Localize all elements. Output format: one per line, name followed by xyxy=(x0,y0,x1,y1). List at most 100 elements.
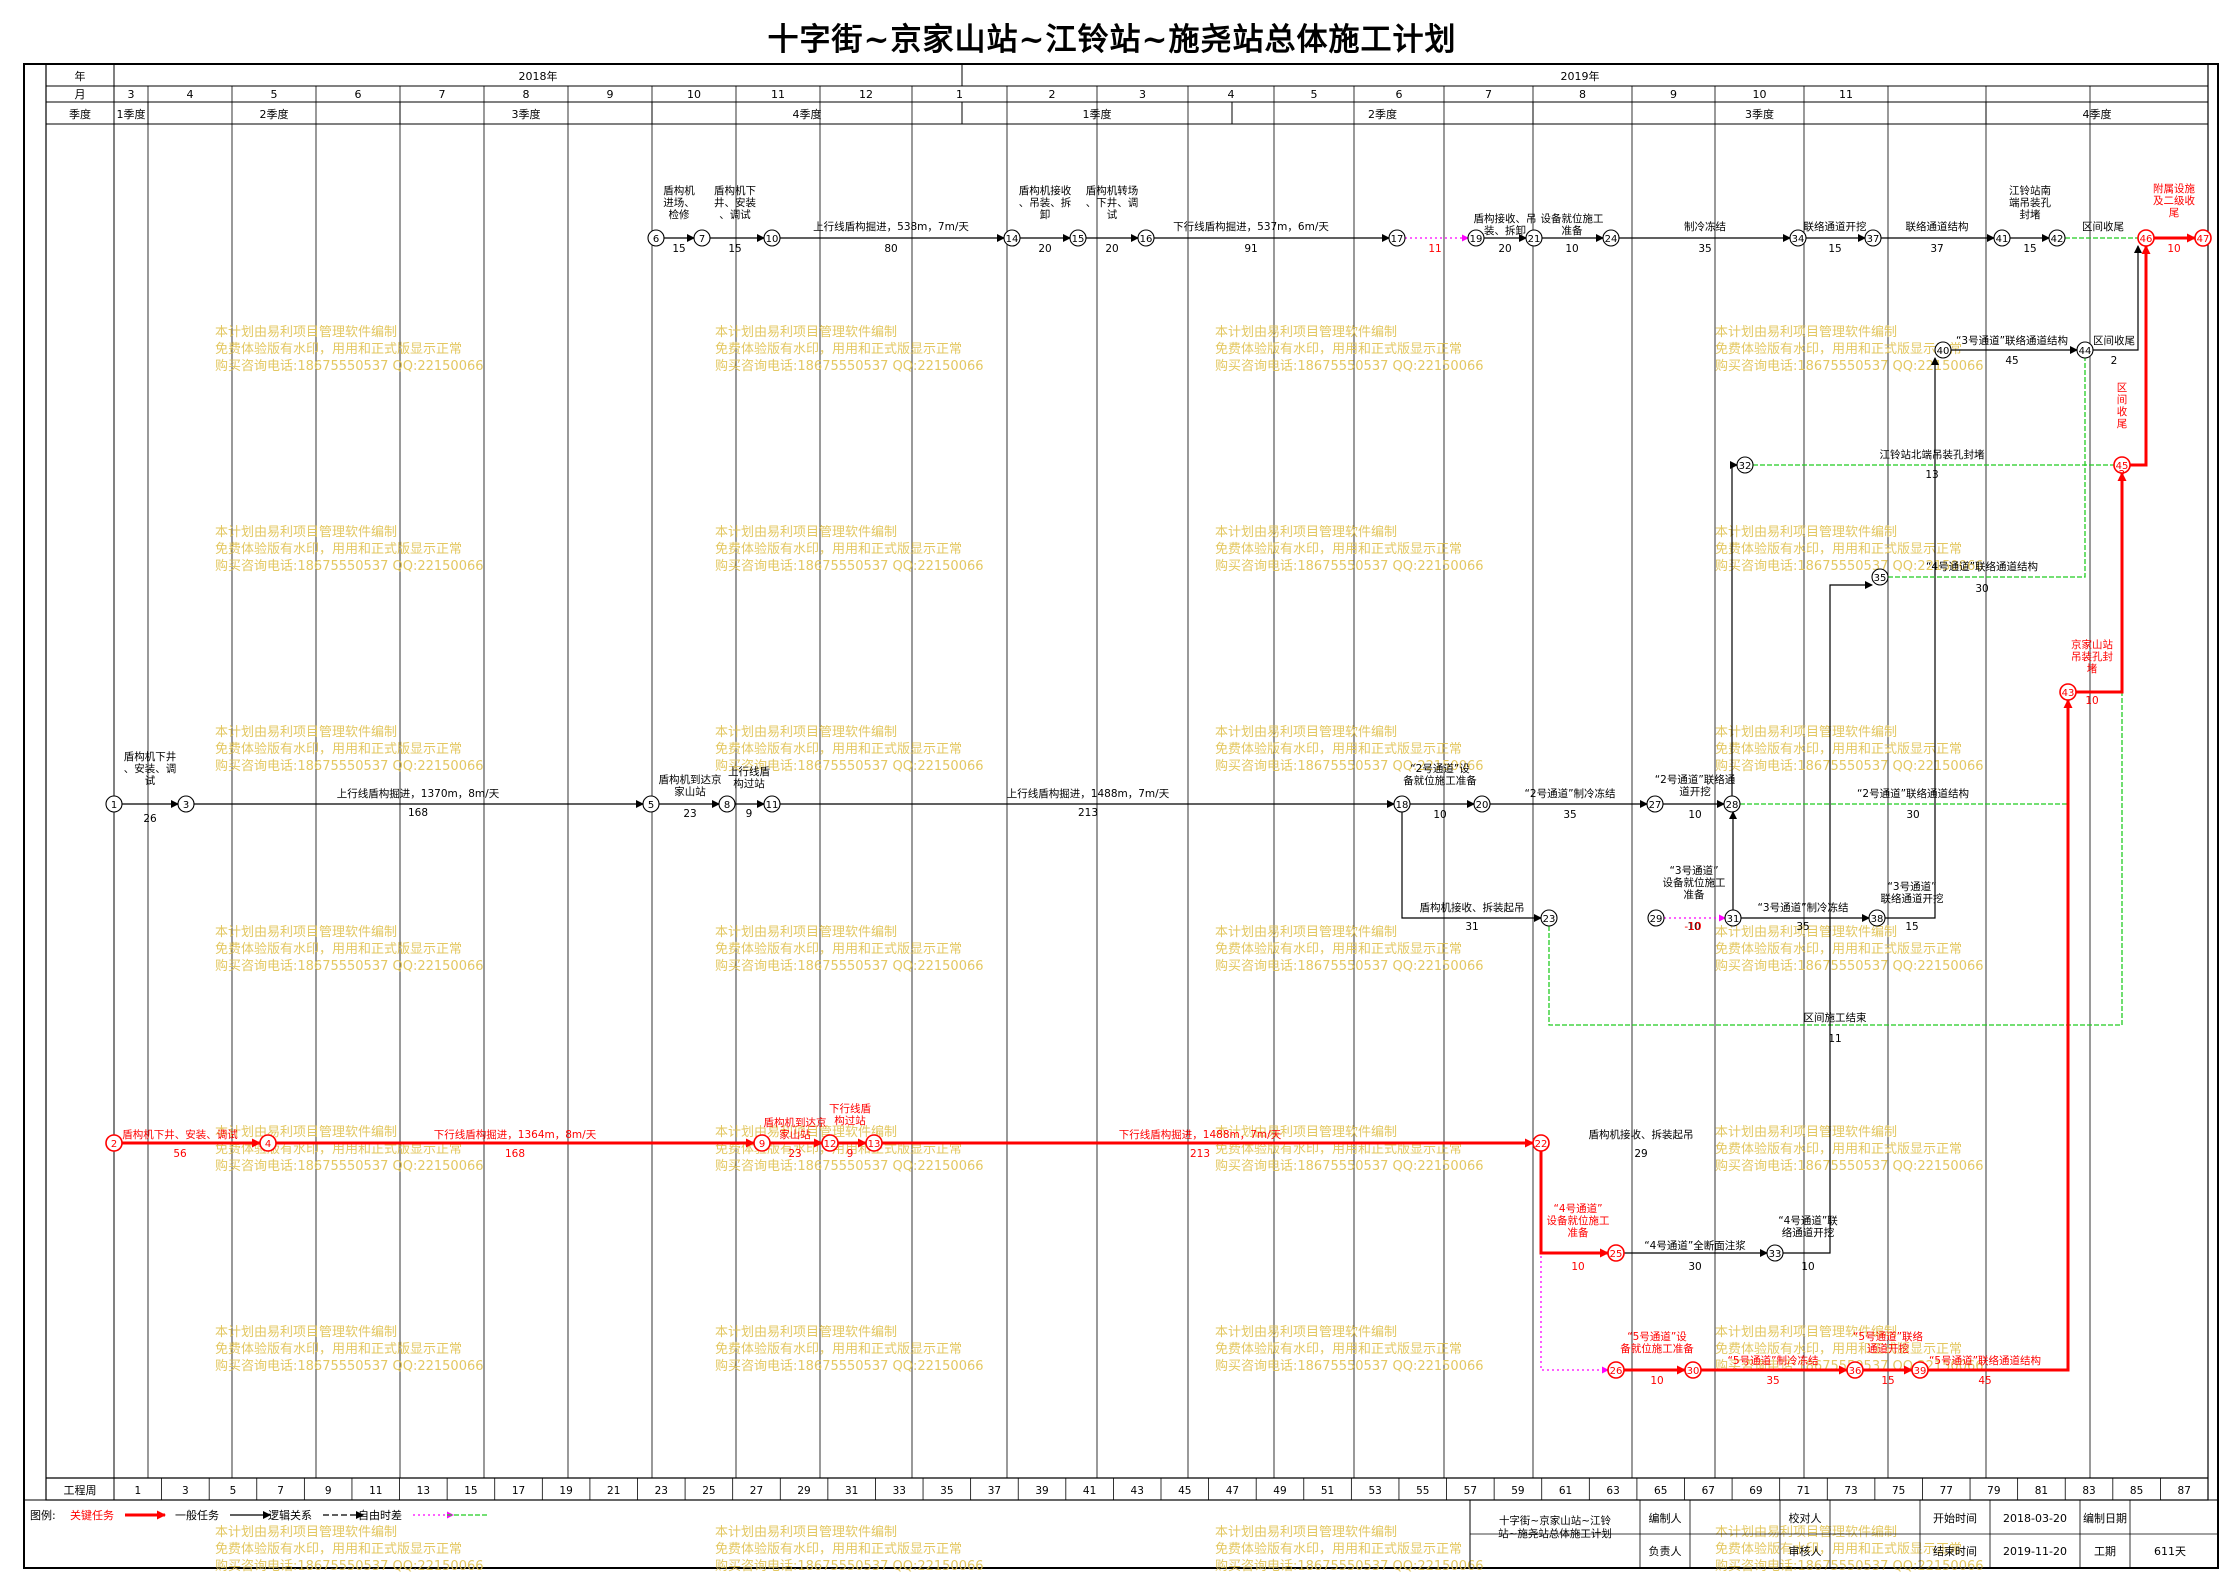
year-cell: 2019年 xyxy=(1561,69,1600,83)
watermark-text: 购买咨询电话:18675550537 QQ:22150066 xyxy=(215,758,484,774)
week-cell: 13 xyxy=(417,1485,430,1497)
watermark-text: 免费体验版有水印，用用和正式版显示正常 xyxy=(1215,941,1462,957)
week-cell: 33 xyxy=(893,1485,906,1497)
node-21 xyxy=(1525,229,1543,247)
watermark-text: 购买咨询电话:18675550537 QQ:22150066 xyxy=(1715,758,1984,774)
node-13 xyxy=(865,1134,883,1152)
month-cell: 3 xyxy=(1139,88,1146,101)
task-label: 区 xyxy=(2117,382,2128,394)
node-20 xyxy=(1473,795,1491,813)
watermark-text: 免费体验版有水印，用用和正式版显示正常 xyxy=(1715,1141,1962,1157)
week-cell: 35 xyxy=(940,1485,953,1497)
node-number: 42 xyxy=(2051,234,2064,245)
task-label: 收 xyxy=(2117,405,2128,418)
node-number: 33 xyxy=(1769,1249,1782,1260)
week-cell: 9 xyxy=(325,1485,332,1497)
info-label: 结束时间 xyxy=(1933,1545,1977,1558)
week-cell: 65 xyxy=(1654,1485,1667,1497)
task-label: 检修 xyxy=(669,208,690,221)
legend-item-label: 关键任务 xyxy=(70,1508,114,1522)
watermark-text: 购买咨询电话:18675550537 QQ:22150066 xyxy=(1215,558,1484,574)
task-duration: 15 xyxy=(1905,921,1918,933)
task-duration: 15 xyxy=(728,243,741,255)
week-cell: 39 xyxy=(1035,1485,1048,1497)
week-cell: 87 xyxy=(2178,1485,2191,1497)
legend-item-label: 自由时差 xyxy=(358,1508,402,1522)
month-cell: 11 xyxy=(1839,88,1853,101)
task-label: 区间收尾 xyxy=(2093,334,2135,347)
task-duration: 35 xyxy=(1698,243,1711,255)
watermark-text: 购买咨询电话:18675550537 QQ:22150066 xyxy=(215,1358,484,1374)
task-label: 制冷冻结 xyxy=(1684,220,1726,233)
watermark-text: 免费体验版有水印，用用和正式版显示正常 xyxy=(1215,1341,1462,1357)
watermark-text: 免费体验版有水印，用用和正式版显示正常 xyxy=(1215,741,1462,757)
node-26 xyxy=(1607,1361,1625,1379)
watermark-text: 本计划由易利项目管理软件编制 xyxy=(715,1325,897,1340)
node-16 xyxy=(1137,229,1155,247)
node-4 xyxy=(259,1134,277,1152)
edge-18-23 xyxy=(1401,812,1542,922)
node-number: 29 xyxy=(1650,914,1663,925)
watermark-text: 免费体验版有水印，用用和正式版显示正常 xyxy=(715,1341,962,1357)
task-duration: 45 xyxy=(1978,1375,1991,1387)
month-cell: 9 xyxy=(607,88,614,101)
week-cell: 27 xyxy=(750,1485,763,1497)
task-label: 上行线盾构掘进，538m，7m/天 xyxy=(813,220,969,233)
node-number: 20 xyxy=(1476,800,1489,811)
node-35 xyxy=(1871,568,1889,586)
task-label: 设备就位施工 xyxy=(1663,876,1726,889)
node-number: 45 xyxy=(2116,461,2129,472)
edge-23-45 xyxy=(1548,473,2123,1026)
node-23 xyxy=(1540,909,1558,927)
watermark-text: 本计划由易利项目管理软件编制 xyxy=(1715,1525,1897,1540)
task-duration: 15 xyxy=(1881,1375,1894,1387)
week-cell: 83 xyxy=(2082,1485,2095,1497)
info-label: 负责人 xyxy=(1649,1544,1682,1558)
task-duration: 168 xyxy=(408,807,428,819)
watermark-text: 免费体验版有水印，用用和正式版显示正常 xyxy=(1715,341,1962,357)
task-label: 堵 xyxy=(2087,662,2098,675)
task-label: 装、拆卸 xyxy=(1484,224,1526,237)
node-27 xyxy=(1646,795,1664,813)
task-label: 设备就位施工 xyxy=(1541,212,1604,225)
watermark-text: 本计划由易利项目管理软件编制 xyxy=(715,325,897,340)
week-cell: 41 xyxy=(1083,1485,1096,1497)
watermark-text: 购买咨询电话:18675550537 QQ:22150066 xyxy=(715,358,984,374)
task-label: 下行线盾构掘进，537m，6m/天 xyxy=(1173,220,1329,233)
month-cell: 6 xyxy=(355,88,362,101)
watermark-text: 本计划由易利项目管理软件编制 xyxy=(1215,725,1397,740)
task-label: 端吊装孔 xyxy=(2009,196,2051,209)
watermark-text: 本计划由易利项目管理软件编制 xyxy=(215,925,397,940)
month-cell: 10 xyxy=(687,88,701,101)
node-number: 44 xyxy=(2079,346,2092,357)
watermark-text: 本计划由易利项目管理软件编制 xyxy=(1215,325,1397,340)
node-number: 31 xyxy=(1727,914,1740,925)
node-number: 41 xyxy=(1996,234,2009,245)
task-label: 区间施工结束 xyxy=(1804,1011,1867,1024)
node-number: 24 xyxy=(1605,234,1618,245)
task-label: “2号通道”制冷冻结 xyxy=(1524,787,1615,800)
quarter-cell: 2季度 xyxy=(1368,107,1397,121)
watermark-text: 免费体验版有水印，用用和正式版显示正常 xyxy=(215,1341,462,1357)
quarter-cell: 2季度 xyxy=(260,107,289,121)
node-number: 13 xyxy=(868,1139,881,1150)
task-label: 家山站 xyxy=(674,785,706,798)
edge-43-45 xyxy=(2076,472,2127,694)
node-number: 47 xyxy=(2197,234,2210,245)
task-label: 卸 xyxy=(1040,208,1051,221)
task-label: 准备 xyxy=(1568,1226,1590,1239)
task-label: “4号通道”联 xyxy=(1778,1214,1838,1227)
info-value: 611天 xyxy=(2154,1545,2186,1558)
week-cell: 21 xyxy=(607,1485,620,1497)
week-cell: 31 xyxy=(845,1485,858,1497)
task-label: 试 xyxy=(1107,209,1118,221)
week-cell: 81 xyxy=(2035,1485,2048,1497)
task-label: “3号通道”联络通道结构 xyxy=(1956,334,2068,347)
week-cell: 63 xyxy=(1606,1485,1619,1497)
watermark-text: 免费体验版有水印，用用和正式版显示正常 xyxy=(1215,341,1462,357)
edge-45-46 xyxy=(2130,245,2151,467)
month-cell: 9 xyxy=(1670,88,1677,101)
node-45 xyxy=(2113,456,2131,474)
month-cell: 2 xyxy=(1049,88,1056,101)
